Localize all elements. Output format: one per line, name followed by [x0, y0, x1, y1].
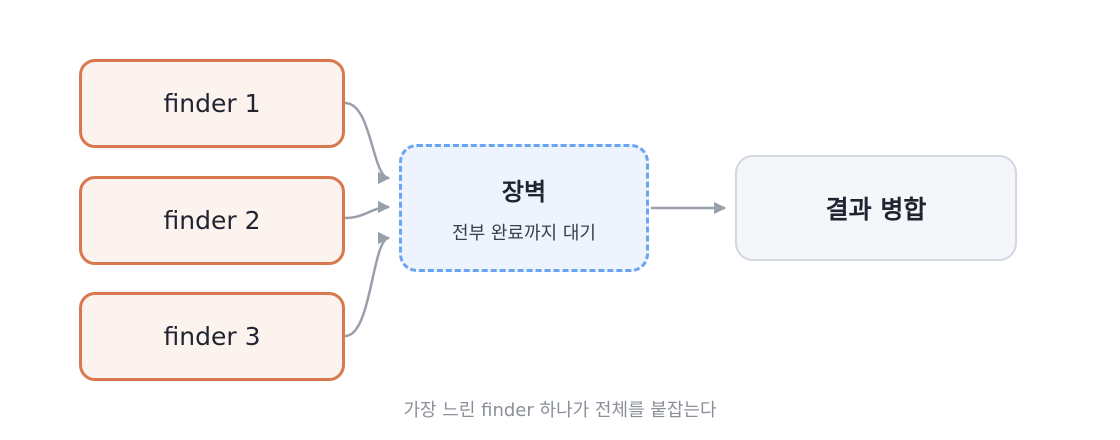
finder-1-box: finder 1 [79, 59, 345, 148]
finder-2-label: finder 2 [163, 206, 261, 235]
barrier-subtitle: 전부 완료까지 대기 [452, 222, 596, 244]
barrier-title: 장벽 [501, 177, 547, 206]
merge-box: 결과 병합 [735, 155, 1017, 261]
finder-3-label: finder 3 [163, 322, 261, 351]
finder-1-label: finder 1 [163, 89, 261, 118]
arrow-finder-3-to-barrier [344, 231, 391, 338]
barrier-box: 장벽 전부 완료까지 대기 [399, 144, 649, 272]
finder-2-box: finder 2 [79, 176, 345, 265]
arrow-finder-1-to-barrier [344, 101, 391, 185]
arrow-finder-2-to-barrier [344, 200, 391, 220]
diagram-caption: 가장 느린 finder 하나가 전체를 붙잡는다 [403, 400, 717, 421]
finder-3-box: finder 3 [79, 292, 345, 381]
merge-label: 결과 병합 [825, 195, 927, 224]
